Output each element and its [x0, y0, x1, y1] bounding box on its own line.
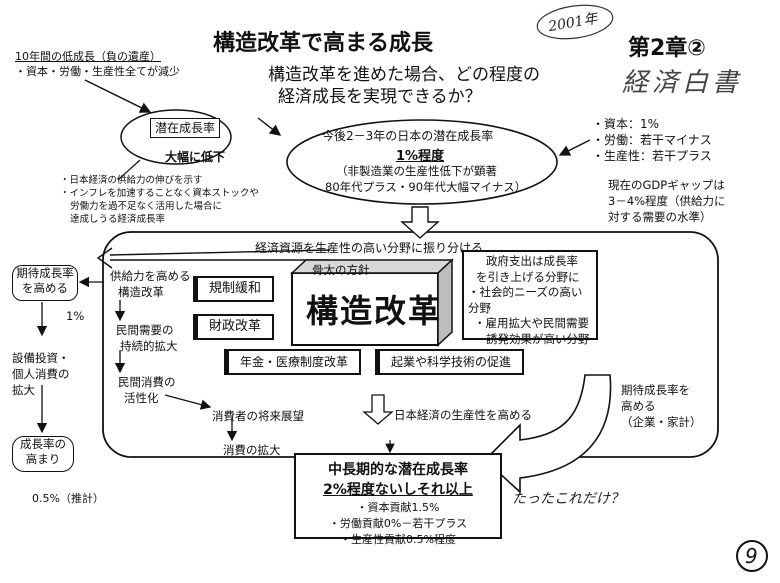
- question-line2: 経済成長を実現できるか？: [278, 87, 482, 107]
- investment-line3: 拡大: [12, 383, 35, 397]
- investment-line2: 個人消費の: [12, 367, 70, 381]
- investment-line1: 設備投資・: [12, 351, 70, 365]
- page-title: 構造改革で高まる成長: [213, 31, 434, 56]
- gov-spending-line5: 誘発効果が高い分野: [486, 331, 590, 346]
- center-ellipse-line2: 1%程度: [396, 149, 445, 164]
- gdp-gap-line2: 3－4%程度（供給力に: [608, 194, 726, 208]
- potential-growth-label: 潜在成長率: [154, 121, 215, 135]
- gdp-gap-line1: 現在のGDPギャップは: [608, 178, 725, 192]
- deregulation-box: 規制緩和: [193, 276, 274, 302]
- center-ellipse-line4: 80年代プラス・90年代大幅マイナス）: [325, 180, 527, 194]
- growth-rate-line1: 成長率の: [20, 437, 66, 451]
- private-consumption-line1: 民間消費の: [118, 375, 176, 389]
- private-consumption-line2: 活性化: [124, 391, 159, 405]
- gov-spending-line4: ・雇用拡大や民間需要: [474, 316, 589, 330]
- handwritten-comment: たったこれだけ？: [512, 491, 624, 507]
- result-line3: ・資本貢献1.5%: [356, 501, 440, 514]
- gov-spending-box: 政府支出は成長率 を引き上げる分野に ・社会的ニーズの高い分野 ・雇用拡大や民間…: [462, 250, 598, 346]
- growth-rate-box: 成長率の 高まり: [12, 436, 74, 472]
- growth-rate-line2: 高まり: [25, 452, 61, 466]
- potential-growth-change: 大幅に低下: [165, 150, 226, 164]
- pension-reform-box: 年金・医療制度改革: [224, 349, 361, 375]
- reallocation-text: 経済資源を生産性の高い分野に振り分ける: [255, 241, 484, 255]
- result-line2: 2%程度ないしそれ以上: [323, 482, 473, 498]
- private-demand-line2: 持続的拡大: [120, 339, 178, 353]
- consumption-expansion: 消費の拡大: [223, 443, 281, 457]
- potential-growth-box: 潜在成長率: [150, 118, 220, 138]
- expected-growth-right-line2: 高める: [621, 399, 656, 413]
- chapter-label: 第2章②: [628, 36, 706, 61]
- top-left-note-line1: 10年間の低成長（負の遺産）: [15, 50, 161, 63]
- left-note-line4: 達成しうる経済成長率: [70, 214, 166, 225]
- expected-growth-right-line1: 期待成長率を: [621, 383, 690, 397]
- structural-reform-label: 構造改革: [306, 292, 443, 330]
- honebuto-label: 骨太の方針: [312, 263, 370, 277]
- curved-arrow: [483, 374, 612, 494]
- left-note-line2: ・インフレを加速することなく資本ストックや: [60, 188, 259, 199]
- consumer-outlook: 消費者の将来展望: [212, 409, 304, 423]
- expected-growth-right-line3: （企業・家計）: [621, 415, 702, 429]
- result-line4: ・労働貢献0%－若干プラス: [328, 517, 468, 530]
- one-percent-label: 1%: [66, 309, 85, 323]
- expected-growth-left-line1: 期待成長率: [16, 266, 74, 280]
- center-ellipse-shape: [286, 119, 558, 205]
- right-list-productivity: ・生産性：若干プラス: [592, 149, 712, 163]
- expected-growth-left-line2: を高める: [22, 281, 68, 295]
- right-list-labor: ・労働：若干マイナス: [592, 133, 712, 147]
- fiscal-reform-label: 財政改革: [208, 319, 261, 334]
- result-line1: 中長期的な潜在成長率: [328, 462, 468, 478]
- gov-spending-line1: 政府支出は成長率: [486, 254, 578, 268]
- estimate-label: 0.5%（推計）: [32, 492, 104, 505]
- result-box: 中長期的な潜在成長率 2%程度ないしそれ以上 ・資本貢献1.5% ・労働貢献0%…: [294, 453, 502, 546]
- pension-reform-label: 年金・医療制度改革: [239, 355, 348, 369]
- expected-growth-left-box: 期待成長率 を高める: [12, 265, 78, 301]
- left-note-line1: ・日本経済の供給力の伸びを示す: [60, 175, 203, 186]
- handwritten-source: 経済白書: [622, 68, 743, 98]
- center-ellipse-line3: （非製造業の生産性低下が顕著: [336, 164, 497, 178]
- fiscal-reform-box: 財政改革: [193, 314, 274, 340]
- gov-spending-line3: ・社会的ニーズの高い分野: [468, 285, 583, 315]
- private-demand-line1: 民間需要の: [116, 323, 174, 337]
- gov-spending-line2: を引き上げる分野に: [476, 269, 580, 284]
- deregulation-label: 規制緩和: [208, 281, 261, 296]
- startup-tech-label: 起業や科学技術の促進: [390, 355, 511, 369]
- raise-productivity: 日本経済の生産性を高める: [394, 408, 532, 422]
- right-list-capital: ・資本：1%: [592, 117, 660, 131]
- supply-reform-line1: 供給力を高める: [110, 269, 191, 283]
- top-left-note-line2: ・資本・労働・生産性全てが減少: [15, 65, 180, 78]
- supply-reform-line2: 構造改革: [118, 285, 164, 299]
- startup-tech-box: 起業や科学技術の促進: [375, 349, 524, 375]
- gdp-gap-line3: 対する需要の水準）: [608, 210, 712, 224]
- left-note-line3: 労働力を過不足なく活用した場合に: [70, 201, 223, 212]
- page-number: 9: [745, 544, 758, 568]
- question-line1: 構造改革を進めた場合、どの程度の: [268, 65, 540, 85]
- center-ellipse-line1: 今後2－3年の日本の潜在成長率: [322, 129, 494, 143]
- result-line5: ・生産性貢献0.5%程度: [340, 533, 456, 546]
- potential-growth-ellipse: [120, 109, 232, 165]
